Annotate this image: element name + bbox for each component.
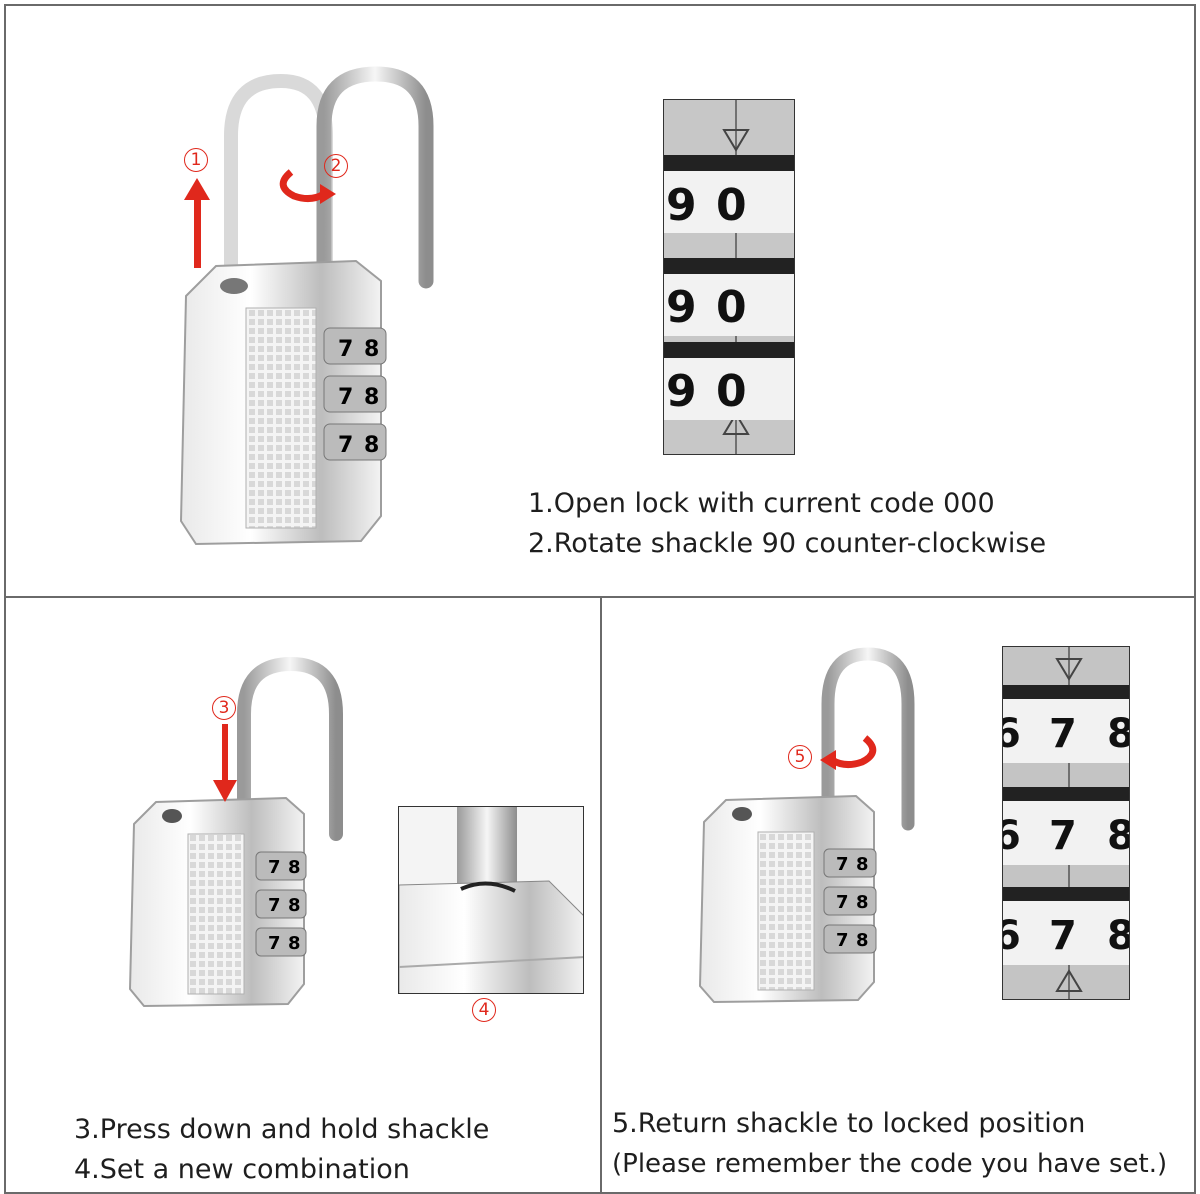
shackle-closeup <box>398 806 584 994</box>
svg-text:8: 8 <box>856 854 869 875</box>
step-1-caption: 1.Open lock with current code 000 <box>528 488 995 519</box>
svg-text:8: 8 <box>364 385 379 410</box>
rotate-arrow-icon <box>820 735 877 770</box>
svg-text:7: 7 <box>1049 711 1077 757</box>
svg-text:8: 8 <box>288 933 301 954</box>
svg-text:8: 8 <box>1107 913 1130 959</box>
svg-text:7: 7 <box>338 337 353 362</box>
svg-text:7: 7 <box>268 933 281 954</box>
arrow-up-icon <box>184 178 210 268</box>
svg-text:8: 8 <box>1107 813 1130 859</box>
step-marker-5: 5 <box>788 745 812 769</box>
svg-text:7: 7 <box>338 433 353 458</box>
svg-text:8: 8 <box>1107 711 1130 757</box>
svg-text:7: 7 <box>836 854 849 875</box>
step-marker-1: 1 <box>184 148 208 172</box>
dial-digit-9: 9 <box>666 282 697 333</box>
svg-text:8: 8 <box>856 930 869 951</box>
svg-text:7: 7 <box>1049 813 1077 859</box>
svg-text:7: 7 <box>268 895 281 916</box>
step-3-caption: 3.Press down and hold shackle <box>74 1114 490 1145</box>
svg-text:6: 6 <box>1002 813 1021 859</box>
svg-text:7: 7 <box>268 857 281 878</box>
step-marker-2: 2 <box>324 154 348 178</box>
svg-text:8: 8 <box>288 895 301 916</box>
svg-text:7: 7 <box>338 385 353 410</box>
dial-digit-0: 0 <box>716 180 747 231</box>
svg-text:6: 6 <box>1002 913 1021 959</box>
step-marker-4: 4 <box>472 998 496 1022</box>
svg-text:7: 7 <box>836 892 849 913</box>
svg-text:8: 8 <box>856 892 869 913</box>
step-2-caption: 2.Rotate shackle 90 counter-clockwise <box>528 528 1047 559</box>
svg-text:7: 7 <box>1049 913 1077 959</box>
rotate-arrow-icon <box>279 169 336 204</box>
dial-closeup-000: 9 0 9 0 9 0 <box>663 99 795 455</box>
svg-text:8: 8 <box>364 433 379 458</box>
dial-digit-0: 0 <box>716 366 747 417</box>
step-4-caption: 4.Set a new combination <box>74 1154 410 1185</box>
svg-text:8: 8 <box>288 857 301 878</box>
svg-text:7: 7 <box>836 930 849 951</box>
dial-closeup-new-code: 6 7 8 6 7 8 6 7 8 <box>1002 646 1130 1000</box>
dial-digit-9: 9 <box>666 180 697 231</box>
step-5-caption: 5.Return shackle to locked position <box>612 1108 1086 1139</box>
step-5-reminder: (Please remember the code you have set.) <box>612 1149 1168 1179</box>
dial-digit-9: 9 <box>666 366 697 417</box>
svg-text:6: 6 <box>1002 711 1021 757</box>
svg-text:8: 8 <box>364 337 379 362</box>
arrow-down-icon <box>213 724 237 802</box>
step-marker-3: 3 <box>212 696 236 720</box>
dial-digit-0: 0 <box>716 282 747 333</box>
